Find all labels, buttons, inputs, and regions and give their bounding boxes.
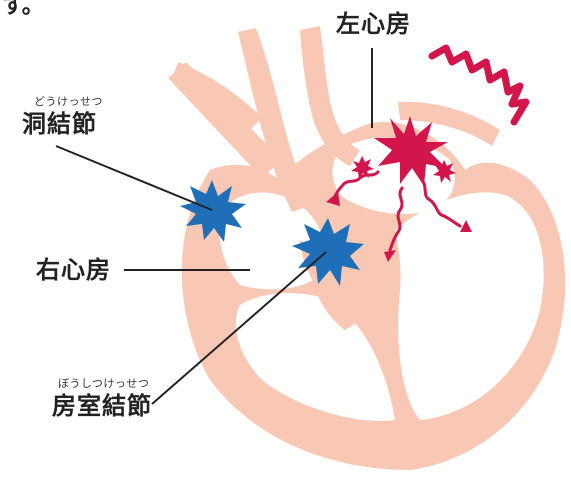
label-right-atrium: 右心房: [36, 258, 111, 282]
pulmonary-artery: [300, 26, 360, 166]
label-sa-node: 洞結節: [22, 112, 97, 136]
label-left-atrium: 左心房: [336, 12, 411, 36]
leader-line-sa-node: [56, 146, 212, 210]
reading-av-node: ぼうしつけっせつ: [58, 378, 149, 389]
top-text-fragment: す。: [2, 0, 44, 18]
label-av-node: 房室結節: [52, 394, 152, 418]
reading-sa-node: どうけっせつ: [34, 96, 103, 107]
